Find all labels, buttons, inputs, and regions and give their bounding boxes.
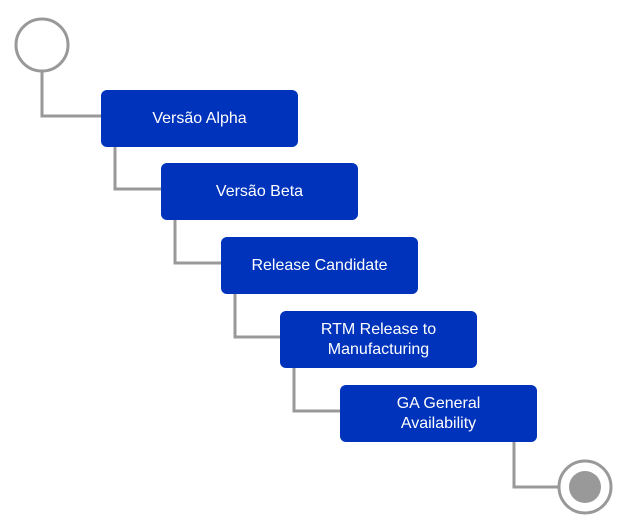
stage-versao-beta[interactable]: Versão Beta	[161, 163, 358, 220]
connector-rc-to-rtm	[233, 294, 280, 339]
stage-versao-alpha[interactable]: Versão Alpha	[101, 90, 298, 147]
stage-release-candidate[interactable]: Release Candidate	[221, 237, 418, 294]
stage-label: RTM Release to Manufacturing	[320, 320, 437, 358]
stage-ga-general-availability[interactable]: GA General Availability	[340, 385, 537, 442]
connector-start-to-alpha	[40, 71, 101, 118]
stage-label: Versão Alpha	[152, 109, 247, 127]
stage-label: Versão Beta	[215, 182, 304, 200]
connector-rtm-to-ga	[292, 368, 340, 413]
stage-rtm-release[interactable]: RTM Release to Manufacturing	[280, 311, 477, 368]
end-node-inner-dot	[569, 471, 601, 503]
connector-ga-to-end	[512, 442, 558, 489]
stage-label: GA General Availability	[396, 394, 481, 432]
connector-beta-to-rc	[173, 220, 221, 265]
stage-label: Release Candidate	[251, 256, 388, 274]
connector-alpha-to-beta	[113, 147, 161, 191]
start-node	[14, 17, 70, 73]
